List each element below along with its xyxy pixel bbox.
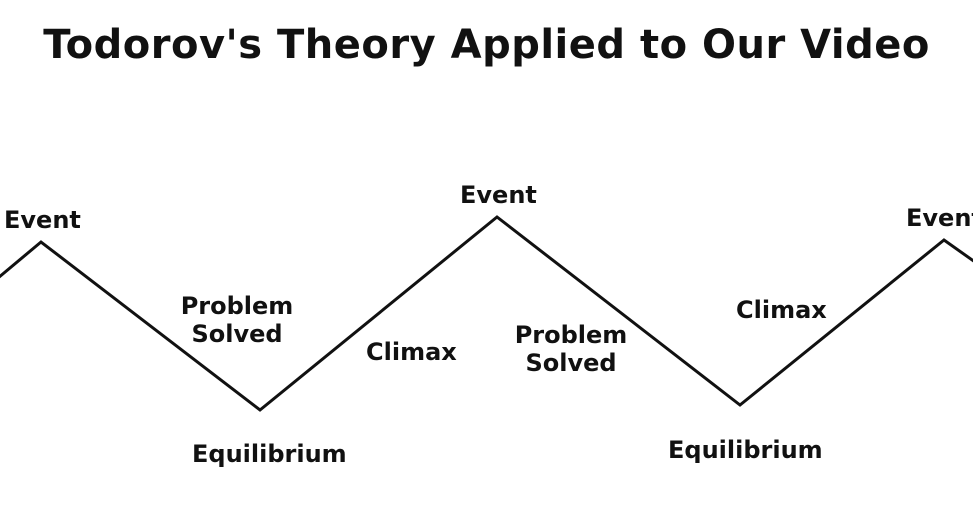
label-event-3: Event (906, 204, 973, 232)
label-event-1: Event (4, 206, 81, 234)
narrative-path (0, 215, 973, 412)
label-problem-solved-1: Problem Solved (180, 292, 294, 348)
label-climax-2: Climax (736, 296, 827, 324)
label-equilibrium-2: Equilibrium (668, 436, 823, 464)
diagram-title: Todorov's Theory Applied to Our Video (43, 22, 930, 68)
label-event-2: Event (460, 181, 537, 209)
label-problem-solved-2: Problem Solved (514, 321, 628, 377)
label-equilibrium-1: Equilibrium (192, 440, 347, 468)
label-climax-1: Climax (366, 338, 457, 366)
